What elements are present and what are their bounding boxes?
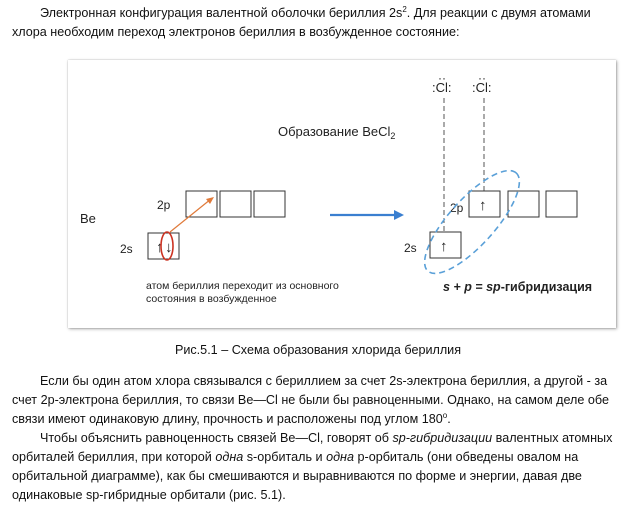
text-run: Если бы один атом хлора связывался с бер… [12,374,609,426]
superscript: o [442,410,448,420]
chlorine-atom-right: :Cl: [472,80,492,95]
text-run: . [447,412,451,426]
chlorine-atom-left: :Cl: [432,80,452,95]
excitation-arrow [169,198,212,233]
diagram-svg: Образование BeCl2 Be 2p 2s ↑ ↓ атом бери… [80,71,592,305]
arrow-up-icon: ↑ [156,239,164,256]
label-2s-ground: 2s [120,242,133,256]
paragraph-bonds: Если бы один атом хлора связывался с бер… [12,372,624,429]
label-2p-excited: 2p [450,201,464,215]
arrow-up-icon: ↑ [440,238,448,255]
orbital-2p-box-1 [185,190,218,218]
element-label: Be [80,211,96,226]
text-run: валентных атомных орбиталей бериллия, пр… [12,431,613,464]
note-line-1: атом бериллия переходит из основного [146,280,339,292]
label-2s-excited: 2s [404,241,417,255]
text-run: . Для реакции с двумя атомами хлора необ… [12,6,591,39]
emphasis: одна [215,450,244,464]
electron-highlight-ellipse [160,231,174,261]
text-run: Чтобы объяснить равноценность связей Be—… [40,431,393,445]
orbital-2s-box-ground [147,232,180,260]
note-line-2: состояния в возбужденное [146,293,277,305]
orbital-2p-box-2 [219,190,252,218]
emphasis: одна [326,450,354,464]
emphasis: sp-гибридизации [392,431,493,445]
hybridization-oval [423,169,521,275]
paragraph-hybridization: Чтобы объяснить равноценность связей Be—… [12,429,624,505]
text-run: s-орбиталь и [243,450,327,464]
orbital-2p-excited-box-1 [468,190,501,218]
arrow-down-icon: ↓ [165,239,173,256]
figure-title: Образование BeCl2 [278,124,395,141]
orbital-2p-box-3 [253,190,286,218]
transition-arrow-head-icon [394,210,404,220]
hybridization-formula: s + p = sp-гибридизация [443,280,592,294]
cl-dots-right: ·· [478,71,486,85]
orbital-2p-excited-box-3 [545,190,578,218]
superscript: 2 [402,4,407,14]
text-run: p-орбиталь (они обведены овалом на орбит… [12,450,582,502]
excitation-arrow-head-icon [206,197,214,204]
cl-dots-left: ·· [438,71,446,85]
text-run: Электронная конфигурация валентной оболо… [40,6,403,20]
label-2p-ground: 2p [157,198,171,212]
figure-caption: Рис.5.1 – Схема образования хлорида бери… [174,343,462,357]
paragraph-intro: Электронная конфигурация валентной оболо… [12,4,624,42]
orbital-2s-excited-box [429,231,462,259]
figure-becl2-scheme: Образование BeCl2 Be 2p 2s ↑ ↓ атом бери… [68,60,616,328]
arrow-up-icon: ↑ [479,197,487,214]
